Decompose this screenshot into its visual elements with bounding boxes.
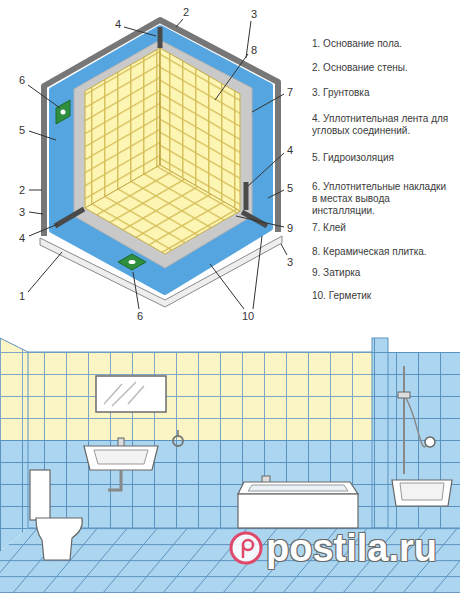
bathtub-inside [248, 485, 348, 491]
sealing-pad [118, 254, 146, 270]
leader-line [28, 85, 60, 108]
shower-wall [388, 352, 460, 528]
leader-line [215, 54, 248, 100]
leader-line [253, 236, 262, 309]
leader-lines [28, 19, 287, 309]
callout-number: 6 [137, 310, 143, 322]
sealing-tape [244, 182, 249, 210]
callout-number: 9 [287, 222, 293, 234]
pipe-hole [61, 110, 66, 115]
shower-tray-inside [400, 483, 444, 500]
leader-line [29, 131, 56, 140]
leader-line [252, 94, 284, 112]
callout-number: 10 [242, 310, 254, 322]
leader-line [124, 27, 156, 36]
back-wall-lower [28, 440, 372, 528]
side-wall [0, 338, 28, 440]
watermark: postila.ru [266, 527, 437, 569]
mirror-glare [104, 382, 144, 406]
sealing-tape [242, 212, 267, 226]
shower-head [398, 392, 410, 398]
adhesive-layer [74, 40, 252, 268]
callout-number: 6 [19, 74, 25, 86]
leader-line [268, 190, 284, 198]
drain-pipe [108, 470, 121, 490]
leader-line [28, 252, 62, 292]
watermark-logo [242, 545, 245, 558]
callout-number: 1 [19, 290, 25, 302]
callout-number: 4 [115, 18, 121, 30]
shower-mixer [425, 437, 435, 447]
toilet-tank [30, 470, 50, 520]
legend-entry: 6. Уплотнительные накладки в местах выво… [312, 181, 454, 217]
leader-line [236, 216, 284, 227]
partition [372, 338, 388, 528]
callout-number: 5 [19, 124, 25, 136]
sealing-tape [55, 209, 84, 226]
leader-line [29, 190, 42, 191]
bathtub [238, 494, 358, 528]
callout-number: 8 [251, 44, 257, 56]
sink [84, 446, 158, 470]
toilet-bowl [36, 518, 82, 560]
leader-line [246, 21, 251, 58]
leader-line [29, 224, 58, 236]
leader-line [210, 264, 244, 309]
sink-basin [94, 450, 148, 464]
callout-number: 2 [19, 184, 25, 196]
callout-number: 4 [287, 144, 293, 156]
mirror [96, 376, 166, 412]
sealing-tape [158, 27, 163, 48]
bathroom-scene [0, 338, 460, 593]
callout-number: 3 [251, 8, 257, 20]
shower-hose [406, 398, 426, 447]
legend-entry: 5. Гидроизоляция [312, 152, 454, 164]
pipe-hole [129, 260, 136, 264]
legend-entry: 2. Основание стены. [312, 62, 454, 74]
watermark-logo [243, 540, 253, 550]
callout-number: 4 [19, 232, 25, 244]
layer-cutaway [40, 20, 282, 307]
callout-number: 3 [19, 206, 25, 218]
leader-line [29, 212, 43, 214]
leader-line [248, 153, 284, 186]
callout-number: 7 [287, 86, 293, 98]
leader-line [133, 272, 139, 309]
legend-entry: 9. Затирка [312, 267, 454, 279]
callout-number: 2 [183, 6, 189, 18]
bathtub-rim [238, 482, 358, 494]
shower-rail [403, 366, 405, 474]
legend-entry: 8. Керамическая плитка. [312, 246, 454, 258]
room-edges [0, 338, 460, 528]
towel-ring [173, 436, 183, 446]
shower-tray [392, 480, 452, 506]
sealing-pad [56, 100, 70, 124]
back-wall-upper [28, 352, 372, 440]
watermark-logo [231, 533, 261, 563]
callout-number: 3 [287, 256, 293, 268]
legend-entry: 4. Уплотнительная лента для угловых соед… [312, 113, 454, 137]
floor-tiles [85, 165, 240, 254]
legend-entry: 7. Клей [312, 222, 454, 234]
waterproofing-layer [52, 28, 270, 292]
leader-line [176, 19, 183, 27]
legend-entry: 3. Грунтовка [312, 87, 454, 99]
callout-number: 5 [287, 182, 293, 194]
leader-line [281, 244, 287, 255]
legend-entry: 10. Герметик [312, 290, 454, 302]
corner-line [159, 48, 160, 165]
legend-entry: 1. Основание пола. [312, 38, 454, 50]
